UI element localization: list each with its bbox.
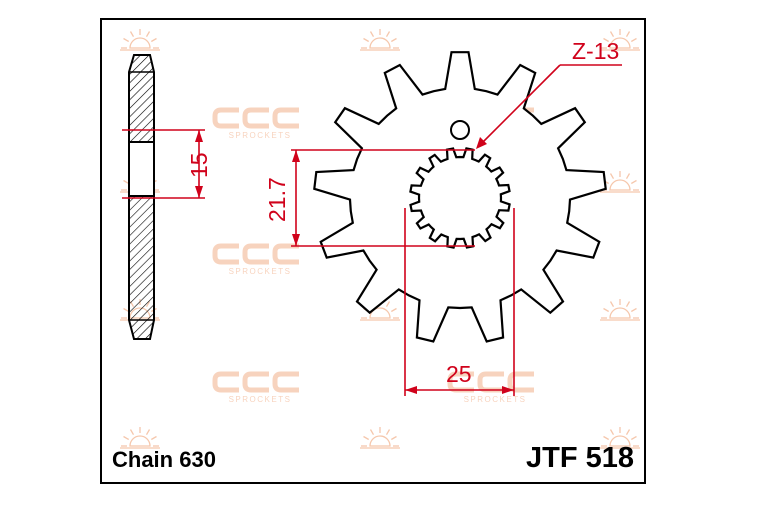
watermark-brand: SPROCKETS (212, 243, 299, 276)
watermark-brand: SPROCKETS (212, 107, 299, 140)
sun-logo-icon (600, 29, 640, 51)
sprocket-side-profile (128, 54, 155, 340)
teeth-leader (476, 64, 622, 149)
svg-text:SPROCKETS: SPROCKETS (229, 131, 292, 140)
svg-text:SPROCKETS: SPROCKETS (464, 395, 527, 404)
sun-logo-icon (120, 427, 160, 449)
thickness-label: 15 (186, 152, 212, 178)
watermark-brand: SPROCKETS (212, 371, 299, 404)
sun-logo-icon (360, 29, 400, 51)
part-number-label: JTF 518 (526, 442, 634, 474)
svg-text:SPROCKETS: SPROCKETS (229, 267, 292, 276)
chain-size-label: Chain 630 (112, 447, 216, 472)
center-distance-label: 25 (446, 361, 472, 387)
spline-diameter-label: 21.7 (264, 177, 290, 222)
spline-bore (409, 147, 511, 249)
spline-dimension (291, 149, 475, 247)
sun-logo-icon (120, 29, 160, 51)
center-dimension (404, 208, 515, 396)
bolt-hole (450, 120, 470, 140)
svg-text:SPROCKETS: SPROCKETS (229, 395, 292, 404)
sun-logo-icon (600, 427, 640, 449)
sun-logo-icon (360, 427, 400, 449)
teeth-count-label: Z-13 (572, 38, 620, 64)
thickness-dimension (122, 129, 205, 199)
sun-logo-icon (600, 299, 640, 321)
